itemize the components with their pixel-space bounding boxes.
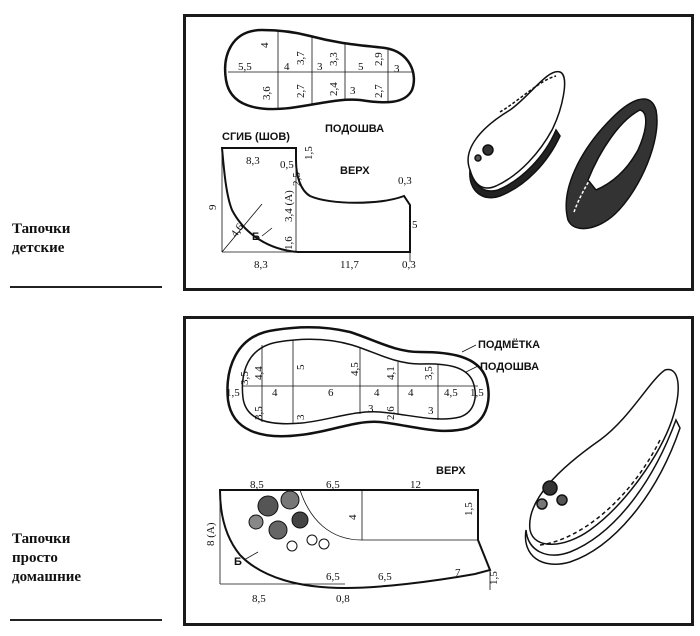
home-sole-dim: 4	[374, 387, 380, 399]
kids-sole-dim: 2,9	[373, 52, 385, 66]
home-sole-outline	[226, 325, 490, 438]
kids-upper-dim: 0,3	[398, 175, 412, 187]
home-sole-dim: 3	[428, 405, 434, 417]
home-sole-dim: 4,1	[385, 366, 397, 380]
kids-sole-dim: 3	[394, 63, 400, 75]
kids-sole-dim: 2,7	[373, 84, 385, 98]
kids-sole-dim: 5	[358, 61, 364, 73]
kids-upper-dim: 2,5	[291, 172, 303, 186]
kids-upper-dim: 8,3	[246, 155, 260, 167]
home-upper-dim: 4	[347, 514, 359, 520]
divider-kids	[10, 286, 162, 288]
divider-home	[10, 619, 162, 621]
home-point-b: Б	[234, 556, 242, 568]
home-upper-dim: 6,5	[326, 479, 340, 491]
home-upper-dim: 1,5	[463, 502, 475, 516]
kids-slipper-illustration-2	[565, 98, 658, 230]
kids-upper-dim: 0,3	[402, 259, 416, 271]
home-sole-dim: 4	[272, 387, 278, 399]
kids-upper-guides	[221, 148, 411, 262]
kids-upper-label: ВЕРХ	[340, 165, 370, 177]
home-slipper-illustration	[524, 368, 681, 565]
home-sole-dim: 3,5	[239, 371, 251, 385]
home-sole-dim: 4	[408, 387, 414, 399]
home-sole-label: ПОДОШВА	[480, 361, 539, 373]
kids-sole-dim: 3,3	[328, 52, 340, 66]
kids-upper-dim: 11,7	[340, 259, 359, 271]
home-sole-grid	[243, 340, 478, 424]
kids-sole-label: ПОДОШВА	[325, 123, 384, 135]
kids-sole-dim: 4	[259, 42, 271, 48]
home-sole-dim: 3,5	[253, 406, 265, 420]
kids-slipper-illustration-1	[467, 71, 566, 199]
kids-upper-dim: 5	[412, 219, 418, 231]
kids-upper-dim: 0,5	[280, 159, 294, 171]
home-outsole-label: ПОДМЁТКА	[478, 338, 540, 351]
home-upper-dim: 8 (А)	[205, 522, 217, 546]
kids-point-b: Б	[252, 231, 260, 243]
kids-upper-dim: 4,6	[229, 221, 247, 240]
kids-sole-dim: 5,5	[238, 61, 252, 73]
kids-sole-dim: 2,4	[328, 82, 340, 96]
kids-sole-dim: 2,7	[295, 84, 307, 98]
kids-upper-dim: 1,5	[303, 146, 315, 160]
kids-upper-dim: 9	[207, 204, 219, 210]
kids-sole-dim: 4	[284, 61, 290, 73]
home-upper-dim: 8,5	[250, 479, 264, 491]
home-sole-dim: 6	[328, 387, 334, 399]
home-upper-dim: 8,5	[252, 593, 266, 605]
home-sole-dim: 3	[368, 403, 374, 415]
home-upper-outline	[218, 489, 492, 590]
home-upper-guides	[219, 489, 491, 590]
kids-sole-dim: 3,7	[295, 51, 307, 65]
home-sole-dim: 2,6	[385, 406, 397, 420]
home-flower-embroidery	[248, 490, 330, 552]
home-sole-dim: 4,5	[444, 387, 458, 399]
home-upper-dim: 6,5	[378, 571, 392, 583]
home-sole-dim: 5	[295, 364, 307, 370]
section-title-home: Тапочки просто домашние	[12, 531, 82, 585]
home-sole-dim: 1,5	[226, 387, 240, 399]
home-sole-dim: 3	[295, 414, 307, 420]
home-sole-dim: 1,5	[470, 387, 484, 399]
home-upper-label: ВЕРХ	[436, 465, 466, 477]
kids-sole-outline	[223, 28, 416, 111]
home-upper-dim: 6,5	[326, 571, 340, 583]
kids-upper-dim: 1,6	[283, 236, 295, 250]
kids-sole-dim: 3,6	[261, 86, 273, 100]
kids-sole-dim: 3	[350, 85, 356, 97]
home-sole-dim: 3,5	[423, 366, 435, 380]
kids-fold-label: СГИБ (ШОВ)	[222, 131, 290, 143]
home-sole-dim: 4,4	[253, 366, 265, 380]
section-title-kids: Тапочки детские	[12, 221, 71, 256]
home-upper-dim: 12	[410, 479, 421, 491]
home-sole-dim: 4,5	[349, 362, 361, 376]
home-upper-dim: 7	[455, 567, 461, 579]
kids-upper-dim: 3,4 (А)	[283, 190, 295, 222]
home-upper-dim: 0,8	[336, 593, 350, 605]
home-upper-dim: 1,5	[488, 571, 500, 585]
kids-upper-dim: 8,3	[254, 259, 268, 271]
kids-sole-dim: 3	[317, 61, 323, 73]
kids-sole-grid	[228, 32, 412, 108]
kids-upper-outline	[220, 147, 411, 253]
